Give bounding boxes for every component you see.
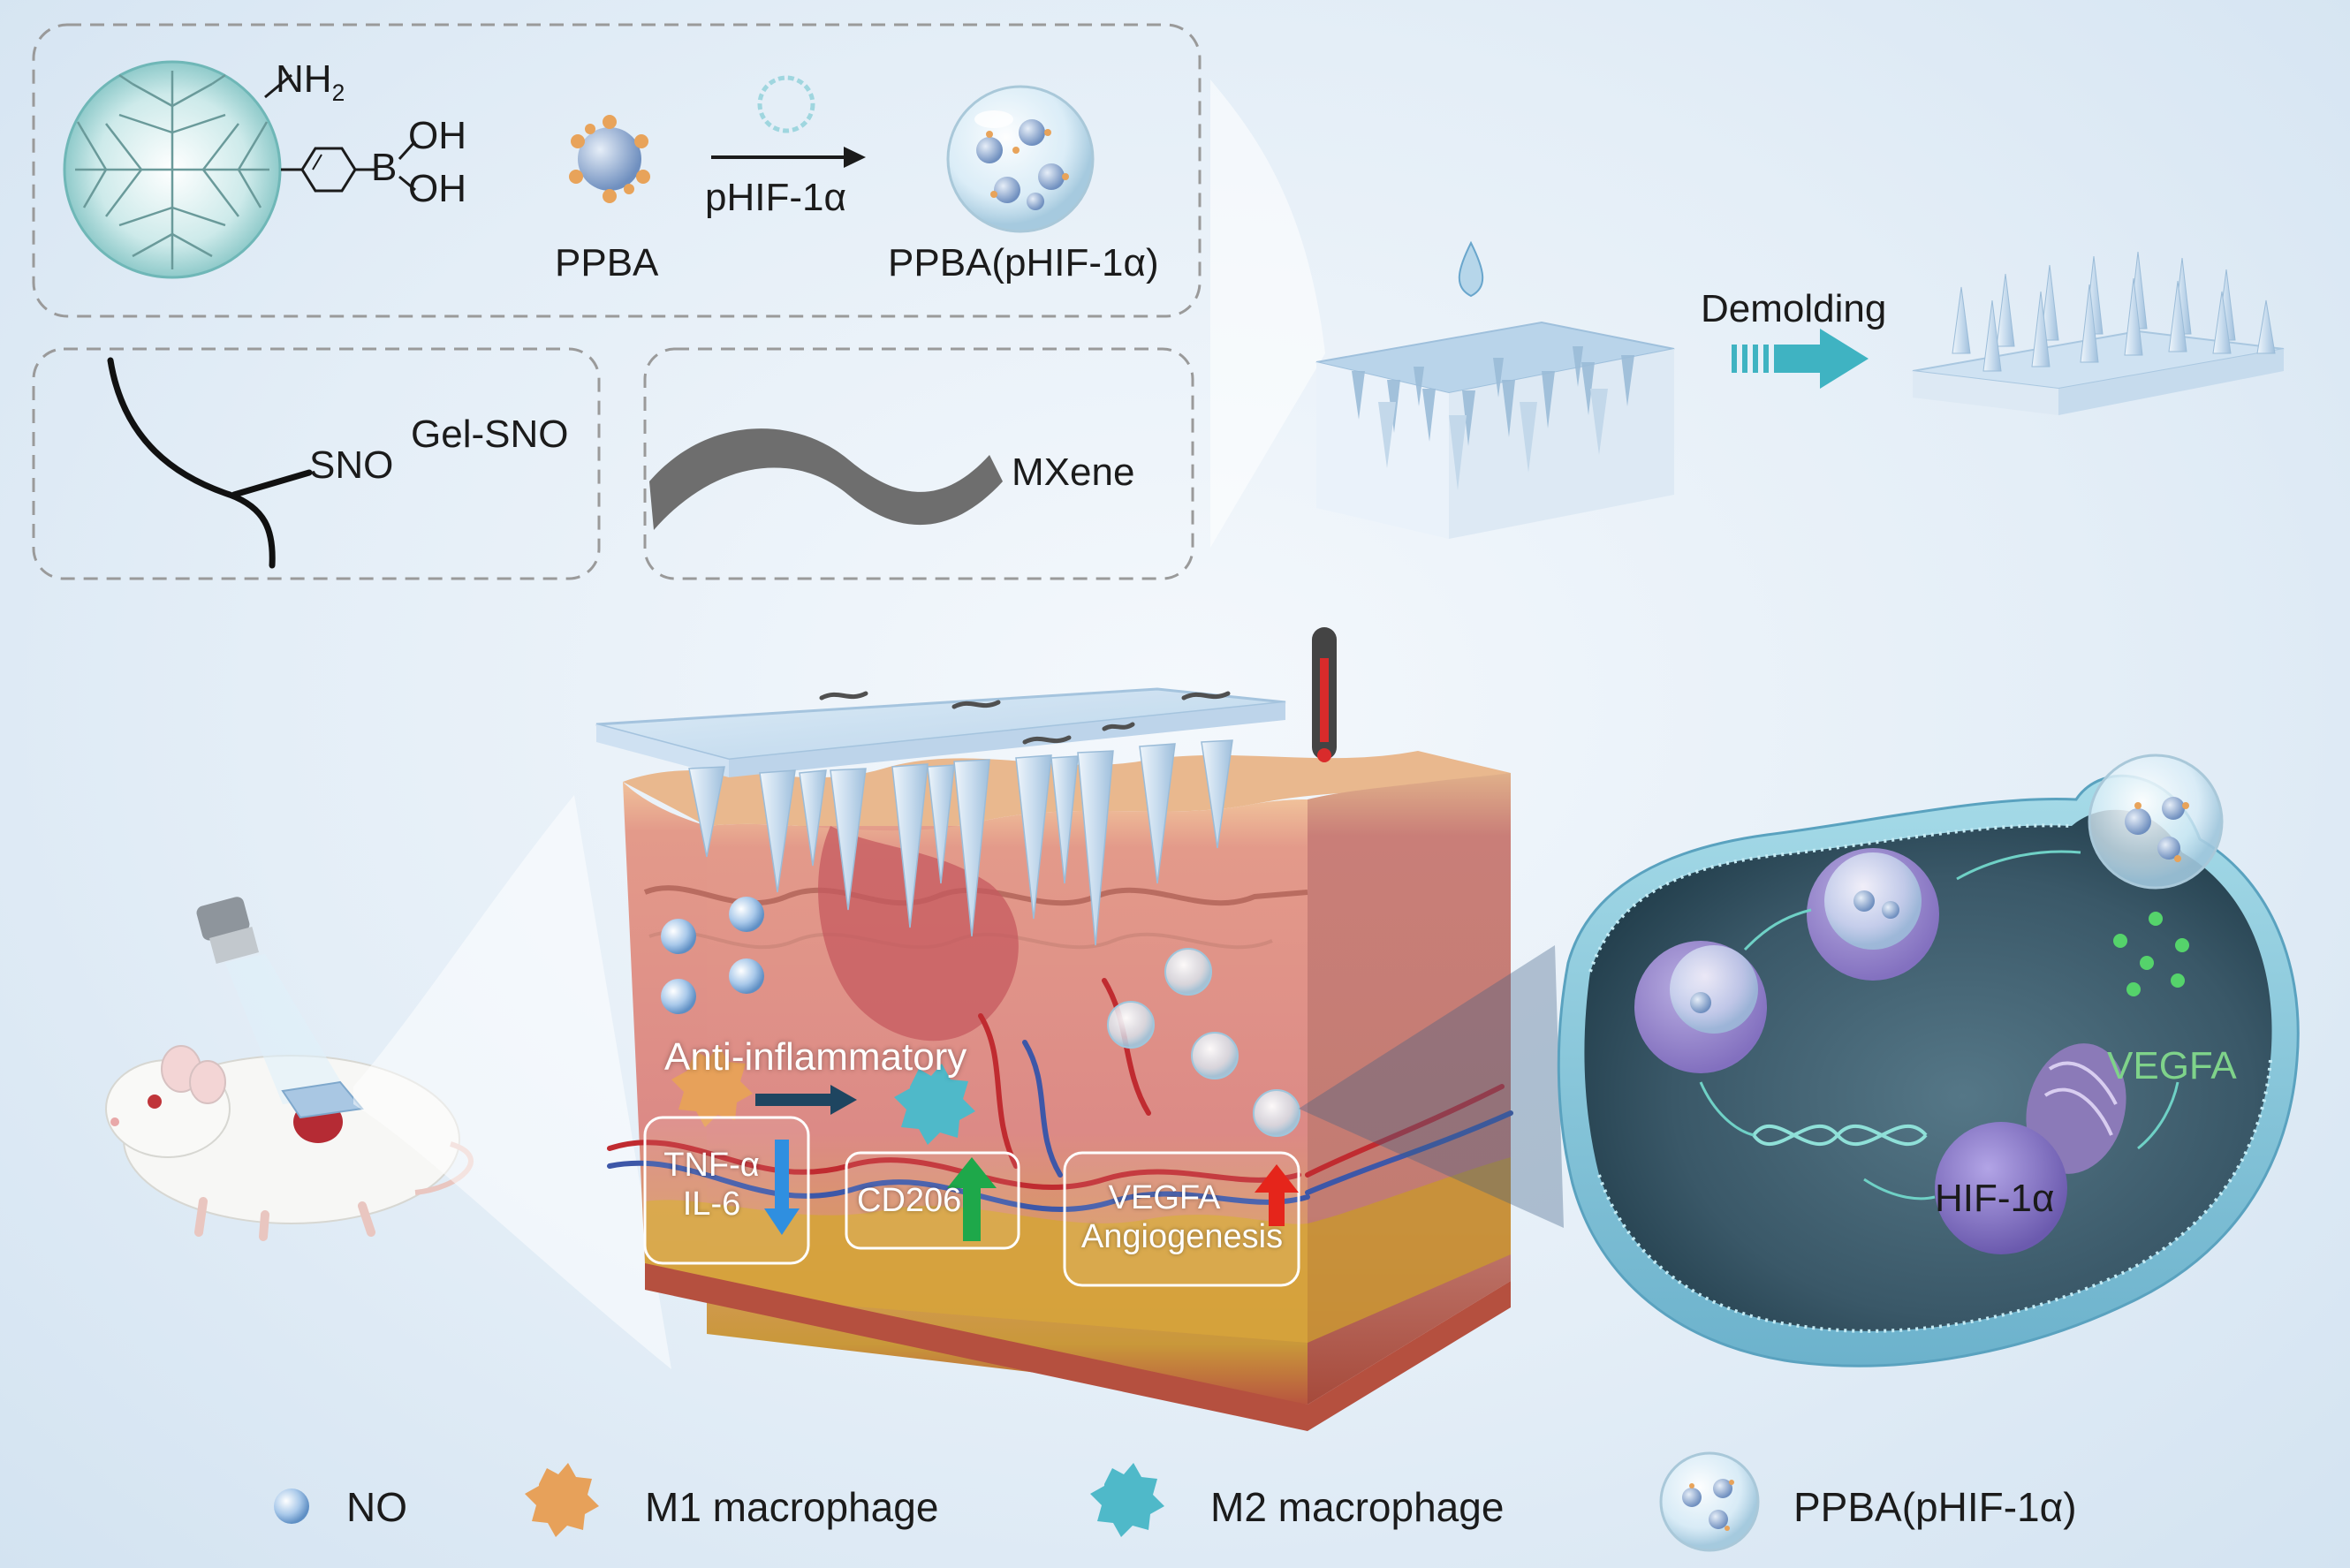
legend-no-icon [274, 1488, 309, 1524]
oh-top-label: OH [408, 114, 466, 157]
arrow-up-green-icon [947, 1157, 997, 1241]
sno-label: SNO [309, 443, 394, 487]
legend-m2-icon [1090, 1463, 1164, 1537]
tnf-il6-label: TNF-α IL-6 [661, 1147, 762, 1223]
legend-ppba-phif-icon [1659, 1451, 1760, 1552]
mold-icon [1315, 321, 1675, 539]
mxene-label: MXene [1012, 451, 1135, 494]
microneedle-patch-icon [1912, 251, 2285, 415]
legend-m1-icon [525, 1463, 599, 1537]
dendrimer-icon [63, 60, 417, 279]
ppba-label: PPBA [555, 241, 659, 284]
mxene-sheet-icon [649, 428, 1003, 530]
ppba-phif-bubble-icon [946, 85, 1095, 233]
plasmid-icon [757, 75, 815, 133]
droplet-icon [1458, 240, 1484, 298]
ppba-bubble-entering [2088, 754, 2224, 890]
phif-arrow-label: pHIF-1α [705, 176, 846, 219]
legend-m1-label: M1 macrophage [645, 1484, 939, 1530]
cell-hif-label: HIF-1α [1935, 1177, 2055, 1220]
lamp-icon [196, 897, 349, 1104]
endosome-1 [1807, 848, 1939, 981]
boron-label: B [371, 146, 398, 189]
vegfa-secretion-dots [2113, 912, 2189, 996]
panel-mxene [643, 347, 1194, 580]
legend-no-label: NO [346, 1484, 407, 1530]
legend-m2-label: M2 macrophage [1210, 1484, 1505, 1530]
light-cone-cell [1299, 945, 1564, 1228]
dna-icon [1752, 1124, 1928, 1147]
ppba-bubbles-skin [1107, 948, 1300, 1137]
applied-microneedle-patch [595, 687, 1286, 946]
anti-inflammatory-arrow [755, 1085, 857, 1115]
demolding-label: Demolding [1701, 287, 1887, 330]
m1-macrophage-skin [671, 1046, 753, 1127]
panel-gel-sno [32, 347, 601, 580]
tnf-label: TNF-α [663, 1147, 760, 1184]
endosome-2 [1634, 941, 1767, 1073]
pathway-arrows [1699, 850, 2179, 1201]
vegfa-box-label: VEGFA [1108, 1179, 1221, 1216]
panel-ppba [32, 23, 1202, 318]
organelle-er-icon [2026, 1043, 2126, 1174]
marker-box-tnf [643, 1116, 810, 1265]
nh2-label: NH2 [276, 57, 345, 106]
vegfa-angiogenesis-label: VEGFA Angiogenesis [1072, 1179, 1292, 1256]
thermometer-icon [1312, 627, 1337, 762]
loading-arrow [711, 147, 866, 168]
m2-macrophage-skin [894, 1064, 975, 1145]
arrow-up-red-icon [1255, 1164, 1299, 1226]
marker-box-vegfa [1063, 1151, 1300, 1287]
ppba-phif-label: PPBA(pHIF-1α) [888, 241, 1159, 284]
angiogenesis-label: Angiogenesis [1080, 1217, 1284, 1255]
cell-vegfa-label: VEGFA [2107, 1044, 2237, 1087]
legend-ppba-phif-label: PPBA(pHIF-1α) [1793, 1484, 2077, 1530]
light-cone-mouse [353, 795, 671, 1369]
il6-label: IL-6 [682, 1185, 741, 1223]
gel-sno-label: Gel-SNO [411, 413, 569, 456]
no-molecules-skin [661, 897, 764, 1014]
gel-sno-chain [107, 357, 313, 569]
cd206-label: CD206 [857, 1182, 962, 1219]
oh-bottom-label: OH [408, 167, 466, 210]
anti-inflammatory-label: Anti-inflammatory [664, 1035, 967, 1079]
demolding-arrow [1732, 329, 1869, 389]
light-cone-top [1210, 80, 1325, 548]
nucleus-icon [1935, 1122, 2067, 1254]
arrow-down-icon [764, 1140, 800, 1235]
ppba-particle-icon [569, 115, 650, 203]
